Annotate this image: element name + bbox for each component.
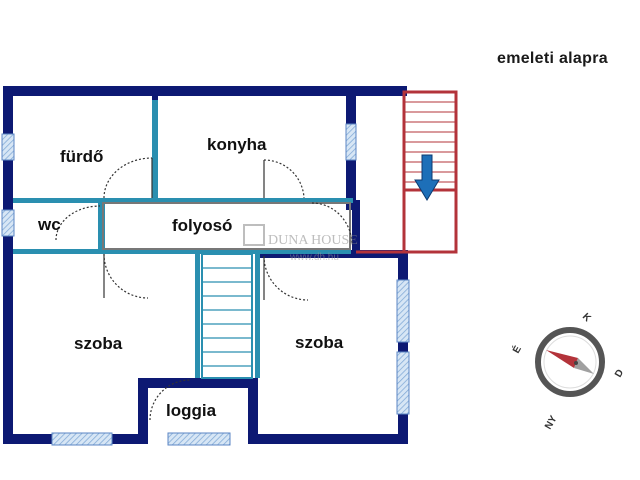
room-label-furdo: fürdő: [60, 147, 103, 166]
compass-d: D: [613, 368, 626, 380]
external-stairs: [356, 90, 458, 254]
stair-arrow-icon: [414, 154, 440, 201]
compass-ny: NY: [543, 414, 560, 432]
watermark-url: www.dh.hu: [289, 252, 339, 263]
room-label-szoba-left: szoba: [74, 334, 123, 353]
corridor-outline: [102, 202, 351, 250]
watermark-brand: DUNA HOUSE: [268, 233, 358, 248]
room-label-folyoso: folyosó: [172, 216, 232, 235]
windows: [1, 123, 410, 446]
compass-e: É: [509, 343, 524, 356]
door-swings: [55, 157, 353, 421]
room-label-szoba-right: szoba: [295, 333, 344, 352]
room-label-wc: wc: [37, 215, 61, 234]
inner-walls: [13, 92, 353, 378]
compass-k: K: [580, 311, 593, 324]
watermark: DUNA HOUSE www.dh.hu: [243, 224, 358, 263]
room-label-konyha: konyha: [207, 135, 267, 154]
room-label-loggia: loggia: [166, 401, 217, 420]
plan-title: emeleti alapra: [497, 50, 608, 67]
compass-icon: K É D NY: [509, 311, 626, 431]
main-stairs: [201, 253, 253, 379]
house-logo-icon: [243, 224, 265, 246]
